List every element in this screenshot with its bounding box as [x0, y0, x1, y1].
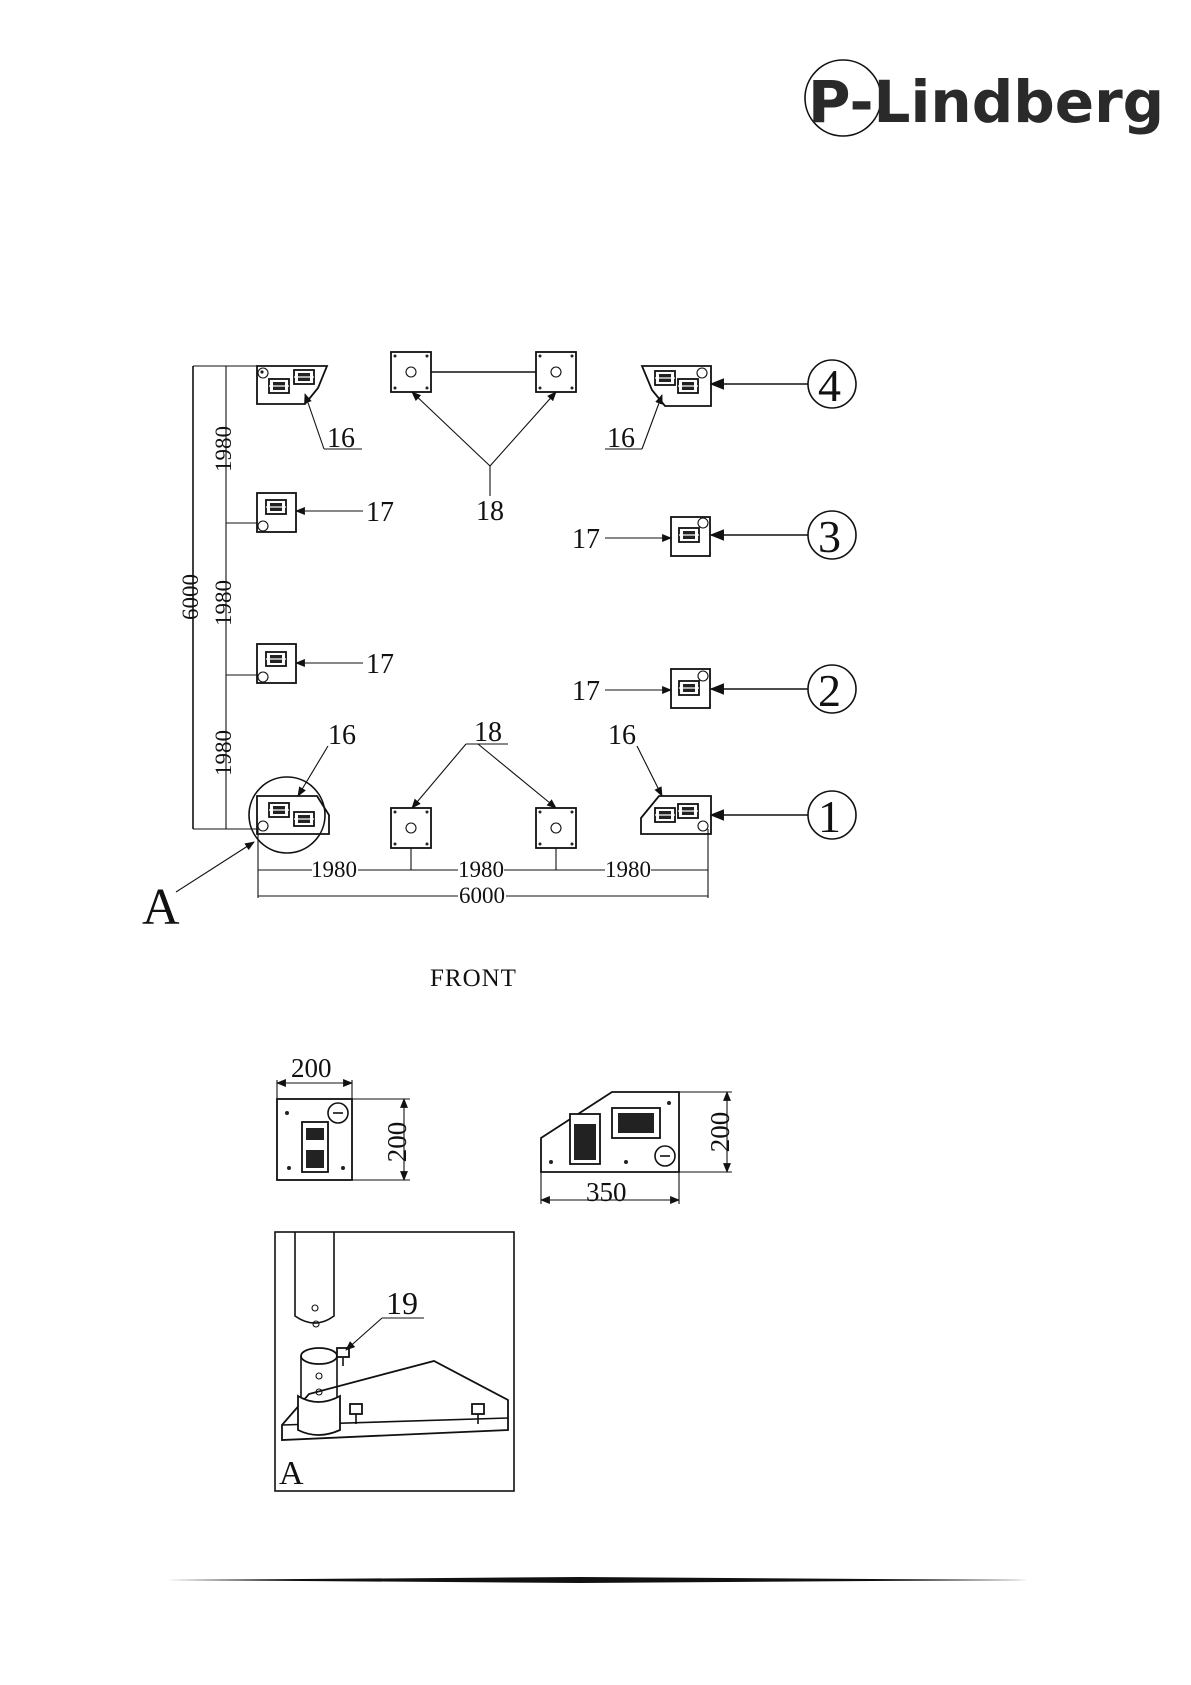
dim-x-2: 1980: [458, 857, 504, 882]
corner-plate-detail: 350 200: [541, 1092, 735, 1207]
station-2: 2: [711, 665, 856, 716]
label-16-top-left: 16: [327, 423, 355, 454]
station-number-2: 2: [818, 665, 841, 716]
label-16-top-right: 16: [607, 423, 635, 454]
vertical-dimensions: 1980 1980 1980 6000: [178, 366, 257, 829]
leader-17-left-2: 17: [296, 649, 394, 680]
corner-plate-bottom-right: [641, 796, 711, 834]
leader-18-bottom: 18: [412, 717, 556, 808]
label-17-right-3: 17: [572, 524, 600, 555]
square-plate-detail: 200 200: [277, 1053, 412, 1180]
dim-y-2: 1980: [211, 580, 236, 626]
horizontal-dimensions: 1980 1980 1980 6000: [258, 829, 708, 908]
footer-rule: [166, 1577, 1028, 1583]
base-plate-top-2: [536, 352, 576, 392]
dim-x-1: 1980: [311, 857, 357, 882]
dim-y-3: 1980: [211, 730, 236, 776]
leader-16-top-right: 16: [605, 395, 662, 454]
side-plate-left-1: [257, 493, 296, 532]
leader-17-right-3: 17: [572, 524, 671, 555]
dim-y-1: 1980: [211, 426, 236, 472]
station-number-1: 1: [818, 791, 841, 842]
bolt-19: [337, 1348, 349, 1366]
detail-a-callout-label: A: [142, 879, 180, 936]
label-16-bottom-left: 16: [328, 720, 356, 751]
side-plate-right-2: [671, 669, 710, 708]
dim-x-3: 1980: [605, 857, 651, 882]
station-number-4: 4: [818, 360, 841, 411]
leader-16-bottom-right: 16: [608, 720, 662, 796]
label-19: 19: [386, 1285, 418, 1321]
station-number-3: 3: [818, 511, 841, 562]
label-17-right-2: 17: [572, 676, 600, 707]
station-1: 1: [711, 791, 856, 842]
side-plate-right-3: [671, 517, 710, 556]
detail-a-view: 19 A: [275, 1232, 514, 1492]
detail-a-callout: A: [142, 842, 254, 936]
label-16-bottom-right: 16: [608, 720, 636, 751]
leader-16-top-left: 16: [305, 394, 362, 454]
side-plate-left-2: [257, 644, 296, 683]
label-17-left-1: 17: [366, 497, 394, 528]
dim-y-total: 6000: [178, 574, 203, 620]
square-plate-height: 200: [382, 1122, 412, 1163]
base-plate-bottom-2: [536, 808, 576, 848]
leader-17-right-2: 17: [572, 676, 671, 707]
station-4: 4: [711, 360, 856, 411]
leader-18-top: 18: [412, 392, 556, 527]
front-caption: FRONT: [430, 965, 517, 992]
label-18-bottom: 18: [474, 717, 502, 748]
base-plate-bottom-1: [391, 808, 431, 848]
label-17-left-2: 17: [366, 649, 394, 680]
leader-17-left-1: 17: [296, 497, 394, 528]
logo-text: P-Lindberg: [808, 68, 1164, 136]
label-18-top: 18: [476, 496, 504, 527]
detail-a-label: A: [279, 1455, 304, 1492]
company-logo: P-Lindberg: [805, 60, 1164, 136]
corner-plate-top-right: [642, 366, 711, 406]
corner-plate-top-left: [257, 366, 327, 404]
square-plate-width: 200: [291, 1053, 332, 1083]
leader-16-bottom-left: 16: [298, 720, 356, 796]
corner-plate-bottom-left: [249, 777, 329, 853]
base-plate-top-1: [391, 352, 431, 392]
corner-plate-height: 200: [705, 1112, 735, 1153]
dim-x-total: 6000: [459, 883, 505, 908]
station-3: 3: [711, 511, 856, 562]
corner-plate-width: 350: [586, 1177, 627, 1207]
